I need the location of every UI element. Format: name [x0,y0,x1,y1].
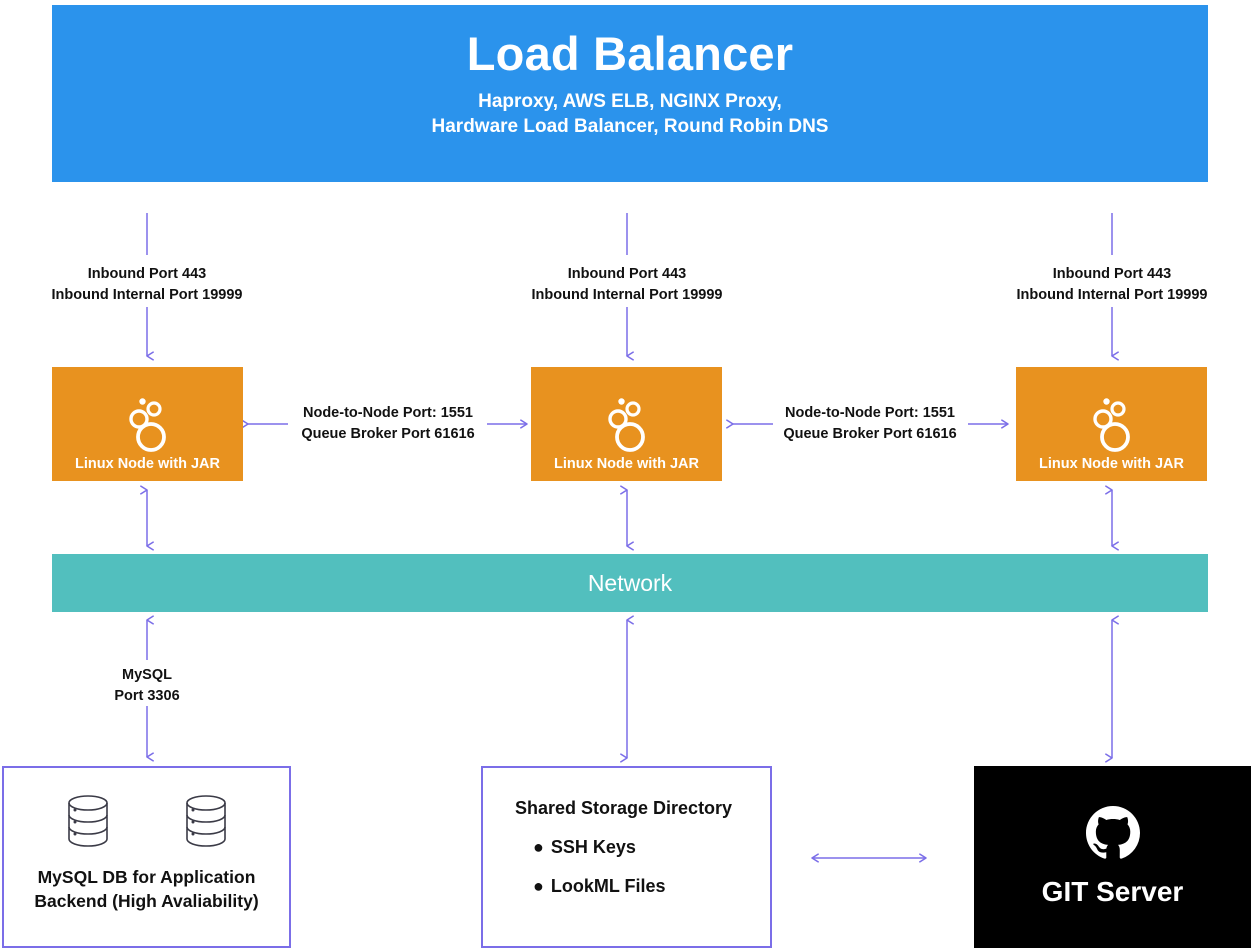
shared-storage-item-lookml-files-label: LookML Files [550,876,666,896]
looker-logo-icon [128,398,166,452]
load-balancer-subtitle: Haproxy, AWS ELB, NGINX Proxy, Hardware … [432,89,829,139]
looker-logo-icon [1092,398,1130,452]
github-octocat-icon [1085,806,1140,859]
inbound-label-node-2-line-2: Inbound Internal Port 19999 [531,286,723,303]
inbound-label-node-3-line-1: Inbound Port 443 [1052,266,1172,282]
shared-storage-box[interactable]: Shared Storage Directory ● SSH Keys ● Look… [481,766,772,948]
looker-logo-icon [607,398,645,452]
bullet-icon: ● [533,876,544,896]
linux-node-2-label: Linux Node with JAR [554,456,699,472]
shared-storage-item-ssh-keys-label: SSH Keys [550,837,636,857]
inbound-label-node-2-line-1: Inbound Port 443 [567,266,687,282]
mysql-db-box[interactable]: MySQL DB for Application Backend (High A… [2,766,291,948]
mysql-link-label-line-2: Port 3306 [114,687,180,704]
load-balancer-subtitle-line-2: Hardware Load Balancer, Round Robin DNS [431,116,829,138]
inbound-label-node-1-line-2: Inbound Internal Port 19999 [51,286,243,303]
mysql-db-caption: MySQL DB for Application Backend (High A… [4,866,289,913]
linux-node-3[interactable]: Linux Node with JAR [1016,367,1207,481]
bullet-icon: ● [533,837,544,857]
linux-node-3-label: Linux Node with JAR [1039,456,1184,472]
load-balancer-banner: Load Balancer Haproxy, AWS ELB, NGINX Pr… [52,5,1208,182]
mysql-replication-icons [4,792,289,850]
shared-storage-item-lookml-files: ● LookML Files [515,876,770,897]
load-balancer-subtitle-line-1: Haproxy, AWS ELB, NGINX Proxy, [478,91,782,113]
shared-storage-title: Shared Storage Directory [515,798,733,818]
load-balancer-title: Load Balancer [466,27,794,80]
node-link-label-2-3-line-2: Queue Broker Port 61616 [783,425,957,442]
network-bar: Network [52,554,1208,612]
git-server-box[interactable]: GIT Server [974,766,1251,948]
mysql-link-label: MySQL Port 3306 [62,665,232,706]
inbound-label-node-3: Inbound Port 443 Inbound Internal Port 1… [987,264,1237,305]
inbound-label-node-1-line-1: Inbound Port 443 [87,266,207,282]
inbound-label-node-3-line-2: Inbound Internal Port 19999 [1016,286,1208,303]
database-cylinder-icon [67,795,108,847]
mysql-link-label-line-1: MySQL [122,667,172,683]
node-link-label-1-2: Node-to-Node Port: 1551 Queue Broker Por… [290,403,486,444]
network-label: Network [587,569,673,596]
database-cylinder-icon [185,795,226,847]
mysql-db-caption-line-1: MySQL DB for Application [37,867,256,887]
mysql-db-caption-line-2: Backend (High Avaliability) [34,890,259,911]
inbound-label-node-2: Inbound Port 443 Inbound Internal Port 1… [502,264,752,305]
node-link-label-2-3: Node-to-Node Port: 1551 Queue Broker Por… [772,403,968,444]
node-link-label-1-2-line-1: Node-to-Node Port: 1551 [303,405,473,421]
inbound-label-node-1: Inbound Port 443 Inbound Internal Port 1… [22,264,272,305]
node-link-label-1-2-line-2: Queue Broker Port 61616 [301,425,475,442]
shared-storage-item-ssh-keys: ● SSH Keys [515,837,770,858]
linux-node-1-label: Linux Node with JAR [75,456,220,472]
linux-node-1[interactable]: Linux Node with JAR [52,367,243,481]
node-link-label-2-3-line-1: Node-to-Node Port: 1551 [785,405,955,421]
git-server-label: GIT Server [1041,876,1184,907]
linux-node-2[interactable]: Linux Node with JAR [531,367,722,481]
